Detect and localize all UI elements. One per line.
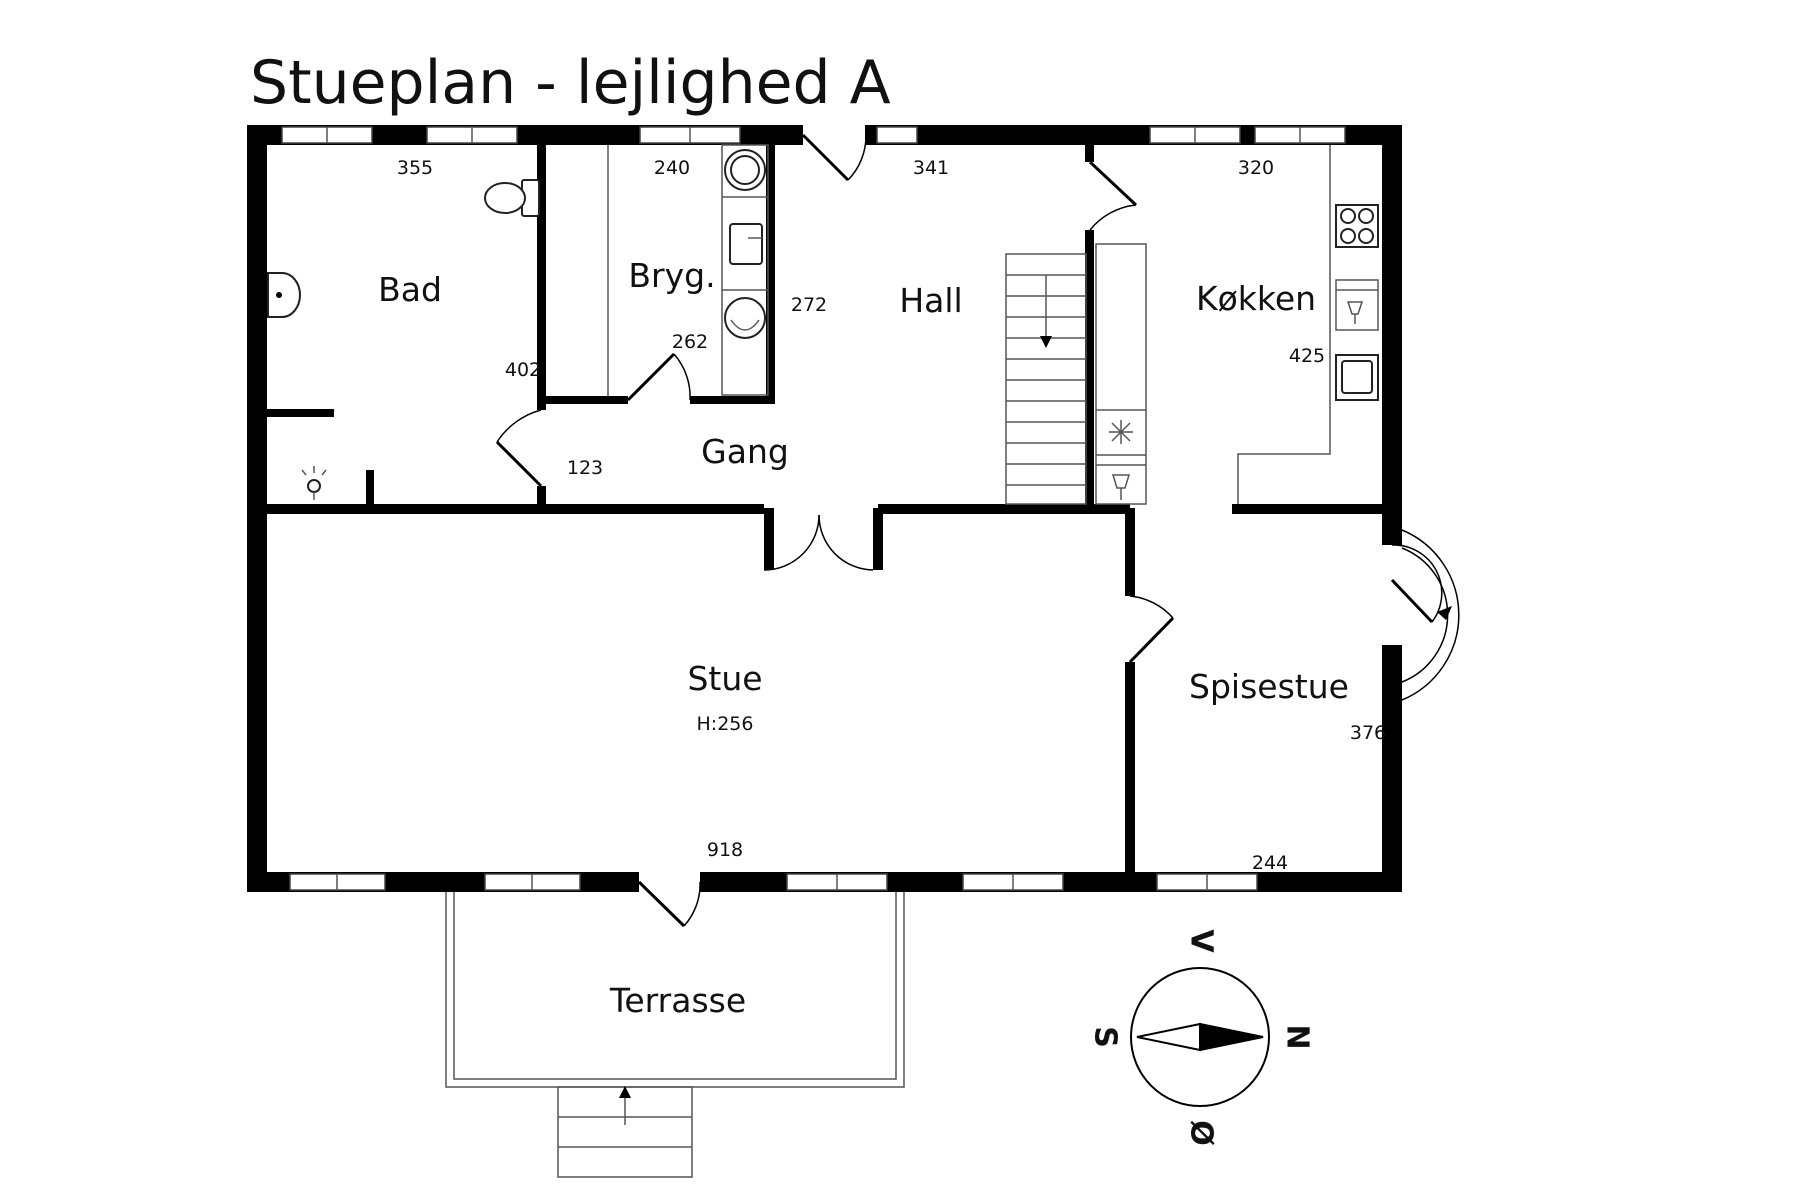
room-height-stue: H:256 — [697, 713, 754, 735]
fixtures — [267, 144, 1379, 505]
dim-bad-depth: 402 — [505, 359, 541, 381]
dim-spisestue-width: 244 — [1252, 852, 1288, 874]
interior-walls — [247, 142, 1402, 884]
staircase — [1005, 253, 1087, 505]
compass: N S Ø V — [1088, 929, 1315, 1145]
dim-gang-width: 123 — [567, 457, 603, 479]
dim-spisestue-depth: 376 — [1350, 722, 1386, 744]
room-label-terrasse: Terrasse — [609, 981, 746, 1020]
dim-bryggers-door: 262 — [672, 331, 708, 353]
dimension-labels: 355 402 240 272 262 341 320 425 123 918 … — [397, 157, 1386, 874]
room-label-spisestue: Spisestue — [1189, 667, 1349, 706]
room-label-bad: Bad — [378, 270, 442, 309]
dim-bryggers-width: 240 — [654, 157, 690, 179]
room-label-bryggers: Bryg. — [628, 256, 715, 295]
dim-kokken-width: 320 — [1238, 157, 1274, 179]
room-label-gang: Gang — [701, 432, 789, 471]
dim-hall-width: 341 — [913, 157, 949, 179]
plan-title: Stueplan - lejlighed A — [250, 48, 891, 118]
dim-bad-width: 355 — [397, 157, 433, 179]
room-label-hall: Hall — [899, 281, 962, 320]
terrace — [445, 892, 905, 1178]
room-label-kokken: Køkken — [1196, 279, 1316, 318]
compass-south-label: S — [1088, 1026, 1123, 1048]
compass-north-label: N — [1280, 1024, 1315, 1049]
doors — [495, 133, 1460, 928]
dim-kokken-depth: 425 — [1289, 345, 1325, 367]
room-labels: Bad Bryg. Hall Køkken Gang Stue H:256 Sp… — [378, 256, 1349, 1020]
room-label-stue: Stue — [687, 659, 762, 698]
compass-west-label: V — [1184, 929, 1219, 953]
dim-stue-width: 918 — [707, 839, 743, 861]
windows — [281, 126, 1346, 891]
compass-east-label: Ø — [1184, 1120, 1219, 1146]
dim-bryggers-depth: 272 — [791, 294, 827, 316]
